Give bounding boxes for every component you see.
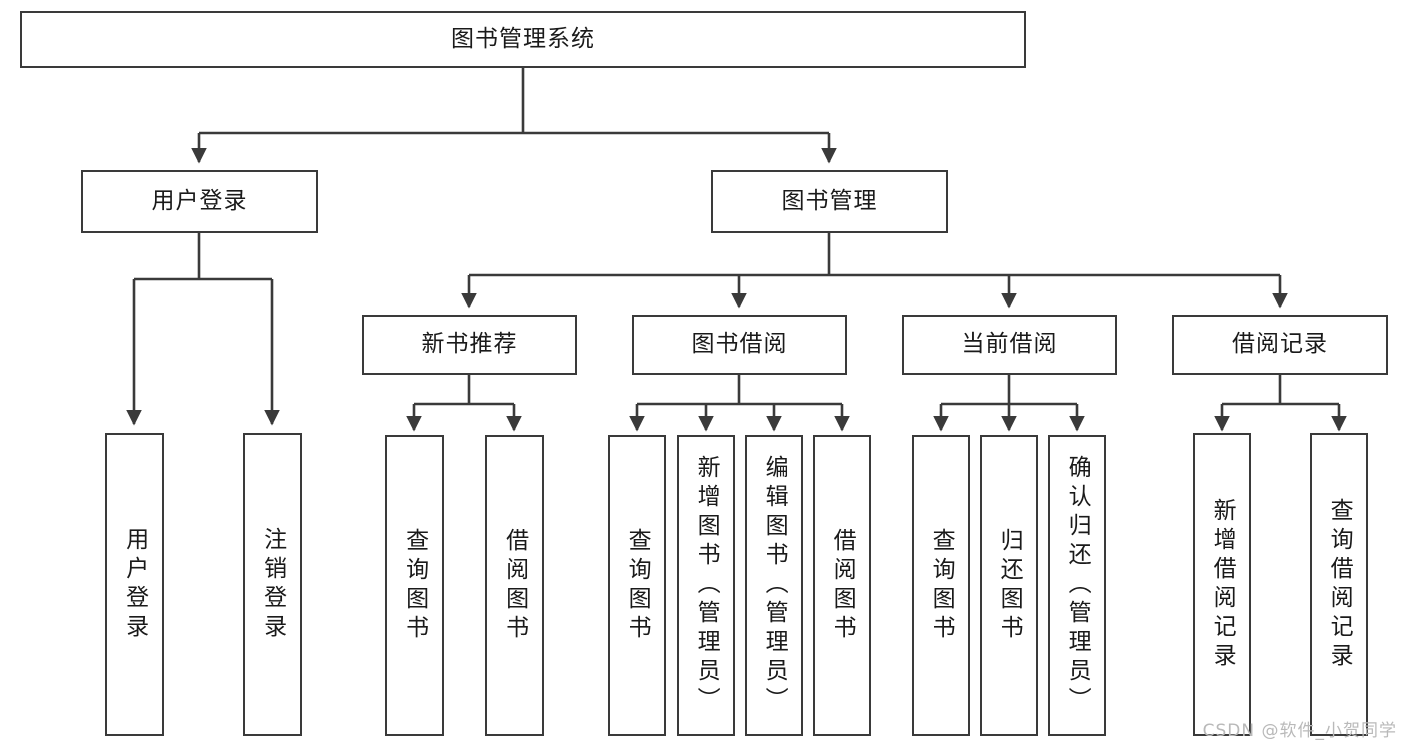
node-book-manage-label: 图书管理 (781, 187, 878, 214)
node-current-borrow[interactable]: 当前借阅 (902, 315, 1117, 375)
node-borrow-record[interactable]: 借阅记录 (1172, 315, 1388, 375)
node-book-borrow[interactable]: 图书借阅 (632, 315, 847, 375)
node-leaf-confirm-return-label: 确认归还（管理员） (1064, 455, 1091, 716)
node-leaf-query-record[interactable]: 查询借阅记录 (1310, 433, 1368, 736)
node-new-book-recommend-label: 新书推荐 (421, 331, 518, 358)
node-borrow-record-label: 借阅记录 (1232, 331, 1328, 358)
node-leaf-user-login-label: 用户登录 (121, 526, 148, 643)
node-leaf-edit-book-label: 编辑图书（管理员） (761, 455, 788, 716)
node-new-book-recommend[interactable]: 新书推荐 (362, 315, 577, 375)
node-book-borrow-label: 图书借阅 (691, 331, 788, 358)
node-leaf-query-book-2[interactable]: 查询图书 (608, 435, 666, 736)
node-leaf-add-book-label: 新增图书（管理员） (693, 455, 720, 716)
node-leaf-query-book-2-label: 查询图书 (624, 527, 651, 644)
node-leaf-add-record[interactable]: 新增借阅记录 (1193, 433, 1251, 736)
node-leaf-return-book-label: 归还图书 (996, 527, 1023, 644)
node-root-label: 图书管理系统 (451, 25, 595, 52)
node-leaf-edit-book[interactable]: 编辑图书（管理员） (745, 435, 803, 736)
node-leaf-borrow-book-2-label: 借阅图书 (829, 527, 856, 644)
node-leaf-borrow-book-1-label: 借阅图书 (501, 527, 528, 644)
node-leaf-query-book-1[interactable]: 查询图书 (385, 435, 444, 736)
node-leaf-query-book-3[interactable]: 查询图书 (912, 435, 970, 736)
node-leaf-borrow-book-1[interactable]: 借阅图书 (485, 435, 544, 736)
node-leaf-user-login[interactable]: 用户登录 (105, 433, 164, 736)
node-leaf-add-record-label: 新增借阅记录 (1209, 497, 1236, 672)
node-leaf-logout-login-label: 注销登录 (259, 526, 286, 643)
node-leaf-borrow-book-2[interactable]: 借阅图书 (813, 435, 871, 736)
node-leaf-query-book-1-label: 查询图书 (401, 527, 428, 644)
node-user-login[interactable]: 用户登录 (81, 170, 318, 233)
node-root-book-management-system[interactable]: 图书管理系统 (20, 11, 1026, 68)
node-leaf-confirm-return[interactable]: 确认归还（管理员） (1048, 435, 1106, 736)
node-leaf-logout-login[interactable]: 注销登录 (243, 433, 302, 736)
node-book-manage[interactable]: 图书管理 (711, 170, 948, 233)
node-current-borrow-label: 当前借阅 (961, 331, 1058, 358)
node-leaf-return-book[interactable]: 归还图书 (980, 435, 1038, 736)
node-leaf-add-book[interactable]: 新增图书（管理员） (677, 435, 735, 736)
node-user-login-label: 用户登录 (151, 187, 248, 214)
node-leaf-query-record-label: 查询借阅记录 (1326, 497, 1353, 672)
node-leaf-query-book-3-label: 查询图书 (928, 527, 955, 644)
